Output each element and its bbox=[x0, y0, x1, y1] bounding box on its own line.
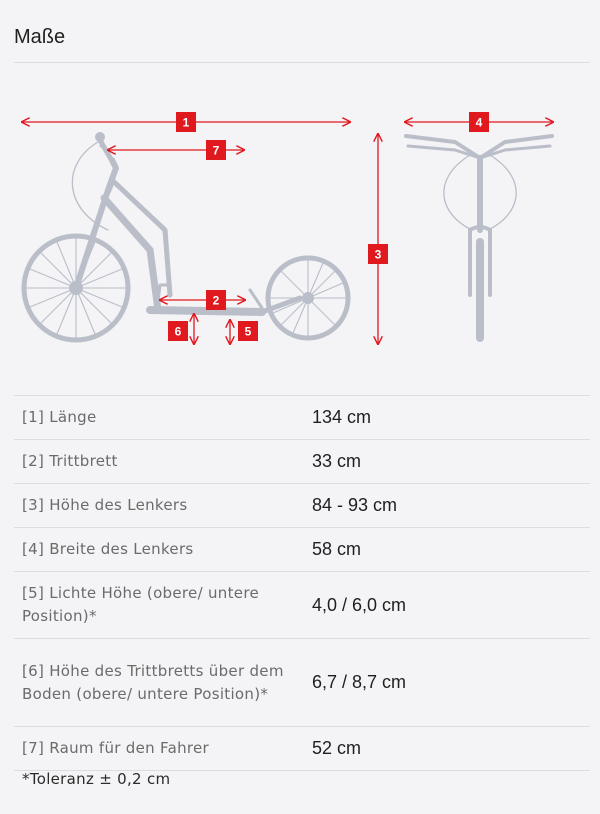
section-title: Maße bbox=[14, 26, 66, 48]
dimension-badge-5: 5 bbox=[238, 321, 258, 341]
table-row: [3] Höhe des Lenkers 84 - 93 cm bbox=[14, 483, 590, 528]
badge-label-4: 4 bbox=[476, 116, 483, 130]
spec-key: [3] Höhe des Lenkers bbox=[14, 483, 296, 528]
badge-label-3: 3 bbox=[375, 248, 382, 262]
dimensions-table: [1] Länge 134 cm [2] Trittbrett 33 cm [3… bbox=[14, 395, 590, 771]
dimension-badge-6: 6 bbox=[168, 321, 188, 341]
spec-value: 134 cm bbox=[296, 395, 590, 440]
badge-label-1: 1 bbox=[183, 116, 190, 130]
title-divider bbox=[14, 62, 590, 63]
badge-label-2: 2 bbox=[213, 294, 220, 308]
table-row: [4] Breite des Lenkers 58 cm bbox=[14, 527, 590, 572]
dimension-badge-4: 4 bbox=[469, 112, 489, 132]
spec-value: 4,0 / 6,0 cm bbox=[296, 571, 590, 639]
spec-value: 58 cm bbox=[296, 527, 590, 572]
spec-key: [4] Breite des Lenkers bbox=[14, 527, 296, 572]
spec-key: [2] Trittbrett bbox=[14, 439, 296, 484]
scooter-dimension-diagram: 1 7 3 4 2 6 5 bbox=[0, 112, 554, 380]
dimension-badge-7: 7 bbox=[206, 140, 226, 160]
dimension-badge-2: 2 bbox=[206, 290, 226, 310]
dimension-badge-1: 1 bbox=[176, 112, 196, 132]
badge-label-7: 7 bbox=[213, 144, 220, 158]
table-row: [1] Länge 134 cm bbox=[14, 395, 590, 440]
table-row: [7] Raum für den Fahrer 52 cm bbox=[14, 726, 590, 771]
spec-key: [5] Lichte Höhe (obere/ untere Position)… bbox=[14, 571, 296, 639]
spec-value: 33 cm bbox=[296, 439, 590, 484]
spec-value: 84 - 93 cm bbox=[296, 483, 590, 528]
dimension-badge-3: 3 bbox=[368, 244, 388, 264]
spec-key: [6] Höhe des Trittbretts über dem Boden … bbox=[14, 638, 296, 727]
spec-key: [1] Länge bbox=[14, 395, 296, 440]
badge-label-6: 6 bbox=[175, 325, 182, 339]
table-row: [2] Trittbrett 33 cm bbox=[14, 439, 590, 484]
table-row: [5] Lichte Höhe (obere/ untere Position)… bbox=[14, 571, 590, 639]
scooter-side-view bbox=[21, 132, 351, 343]
table-row: [6] Höhe des Trittbretts über dem Boden … bbox=[14, 638, 590, 727]
spec-key: [7] Raum für den Fahrer bbox=[14, 726, 296, 771]
scooter-front-view bbox=[404, 134, 554, 342]
tolerance-footnote: *Toleranz ± 0,2 cm bbox=[22, 770, 171, 788]
spec-value: 6,7 / 8,7 cm bbox=[296, 638, 590, 727]
badge-label-5: 5 bbox=[245, 325, 252, 339]
spec-value: 52 cm bbox=[296, 726, 590, 771]
